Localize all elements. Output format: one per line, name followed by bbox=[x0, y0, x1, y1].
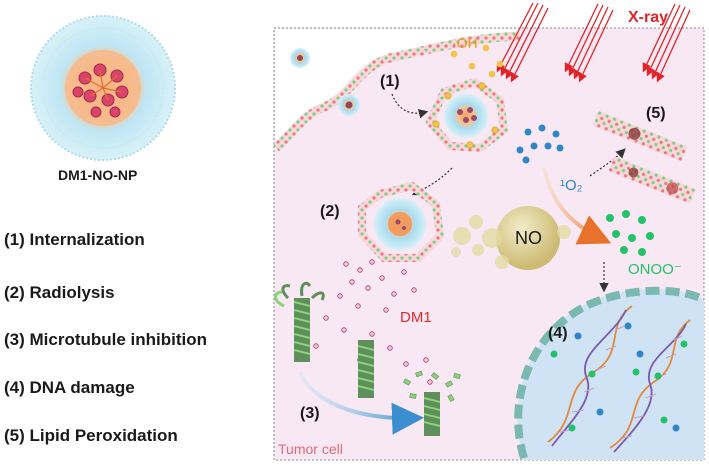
cell-membrane bbox=[272, 31, 521, 152]
peroxynitrite-formation-arrow bbox=[542, 167, 612, 245]
step-label-1: (1) bbox=[380, 73, 400, 90]
endosome-with-nanoparticle bbox=[425, 77, 509, 153]
extracellular-nanoparticles bbox=[290, 48, 360, 116]
microtubule-depolymerized bbox=[402, 370, 461, 436]
legend-internalization: (1) Internalization bbox=[4, 230, 145, 249]
lipid-bilayer-fragments bbox=[592, 110, 696, 204]
dna-helix-right bbox=[609, 319, 691, 453]
internalization-arrow bbox=[391, 93, 429, 119]
singlet-oxygen-label: ¹O₂ bbox=[560, 177, 583, 194]
xray-label: X-ray bbox=[628, 9, 668, 26]
step-label-4: (4) bbox=[548, 325, 568, 342]
microtubule-intact bbox=[274, 281, 325, 362]
dm1-no-nanoparticle bbox=[30, 15, 176, 161]
dm1-label: DM1 bbox=[400, 309, 432, 326]
step-label-3: (3) bbox=[300, 405, 320, 422]
legend-dna-damage: (4) DNA damage bbox=[4, 378, 135, 397]
hydroxyl-radicals bbox=[450, 44, 504, 78]
legend-radiolysis: (2) Radiolysis bbox=[4, 283, 115, 302]
dm1-drug-molecules bbox=[313, 259, 433, 385]
step-label-2: (2) bbox=[320, 203, 340, 220]
nanoparticle-label: DM1-NO-NP bbox=[58, 167, 138, 183]
nitric-oxide-bubbles bbox=[451, 206, 571, 270]
dna-damage-particles bbox=[550, 322, 688, 432]
oh-label: ·OH bbox=[452, 35, 478, 51]
legend-microtubule-inhibition: (3) Microtubule inhibition bbox=[4, 330, 208, 349]
radiolysis-vesicle bbox=[358, 181, 445, 262]
step-label-5: (5) bbox=[646, 105, 666, 122]
onoo-label: ONOO⁻ bbox=[628, 261, 682, 278]
singlet-oxygen-molecules bbox=[516, 124, 564, 164]
legend-lipid-peroxidation: (5) Lipid Peroxidation bbox=[4, 426, 178, 445]
no-label: NO bbox=[515, 228, 542, 248]
xray-arrows bbox=[496, 2, 691, 83]
nucleus bbox=[514, 286, 707, 460]
microtubule-inhibition-arrow bbox=[298, 371, 424, 435]
tumor-cell-label: Tumor cell bbox=[278, 441, 343, 457]
microtubule-partial bbox=[357, 340, 375, 398]
peroxynitrite-molecules bbox=[606, 210, 654, 256]
